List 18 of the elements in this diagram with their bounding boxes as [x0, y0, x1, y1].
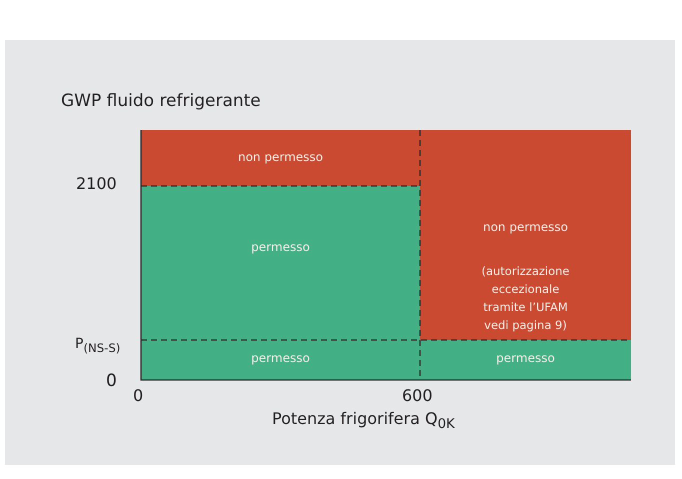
allowed-region	[420, 340, 631, 380]
x-tick-label: 600	[402, 386, 433, 405]
forbidden-region	[420, 130, 631, 340]
region-label: permesso	[250, 351, 311, 365]
x-tick-label: 0	[133, 386, 144, 405]
chart-title: GWP fluido refrigerante	[61, 91, 261, 111]
y-tick-label: 0	[106, 371, 117, 391]
region-label: non permesso	[236, 150, 324, 164]
region-label: permesso	[250, 240, 311, 254]
axis-title: Potenza frigorifera Q$_{0K}$	[272, 409, 455, 432]
allowed-region	[141, 340, 420, 380]
y-tick-label: P$_{(NS-S)}$	[75, 336, 120, 355]
region-note: (autorizzazione eccezionale tramite l’UFAM vedi pagina 9)	[480, 263, 571, 334]
y-tick-label: 2100	[76, 174, 117, 193]
region-label: permesso	[495, 351, 556, 365]
forbidden-region	[141, 130, 420, 186]
allowed-region	[141, 186, 420, 340]
region-label: non permesso	[482, 220, 569, 234]
